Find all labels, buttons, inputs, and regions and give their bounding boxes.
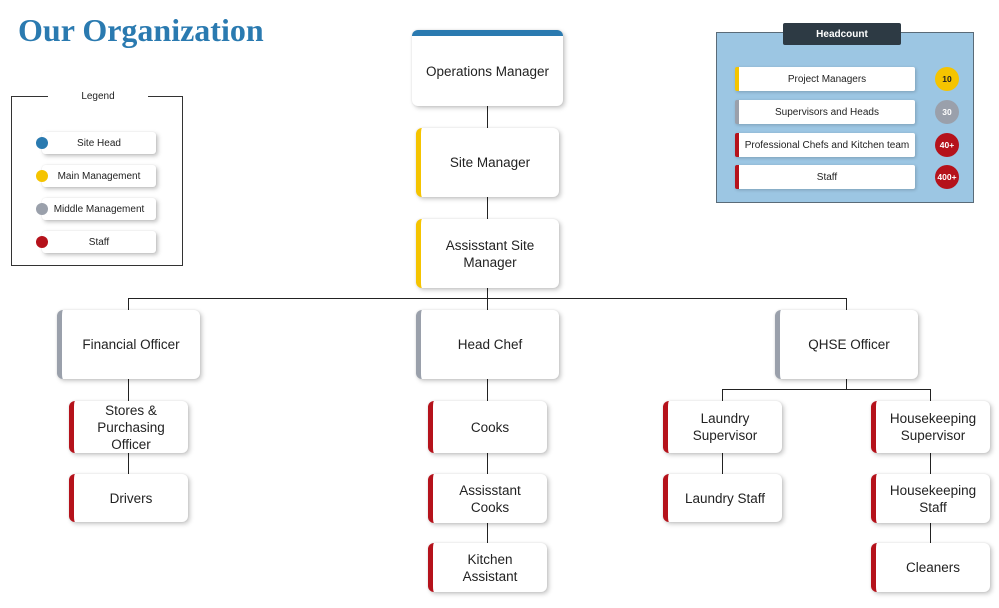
node-operations-manager: Operations Manager (412, 30, 563, 106)
connector-line (487, 197, 488, 219)
connector-line (846, 298, 847, 310)
connector-line (722, 389, 931, 390)
legend-title: Legend (48, 91, 148, 103)
legend-dot (36, 236, 48, 248)
legend-label: Staff (42, 231, 156, 253)
node-laundry-supervisor: Laundry Supervisor (663, 401, 782, 453)
node-housekeeping-staff: Housekeeping Staff (871, 474, 990, 523)
legend-item-main-management: Main Management (12, 165, 184, 187)
legend-dot (36, 203, 48, 215)
legend-item-middle-management: Middle Management (12, 198, 184, 220)
headcount-badge: 30 (935, 100, 959, 124)
connector-line (487, 453, 488, 474)
connector-line (930, 453, 931, 474)
connector-line (128, 453, 129, 474)
legend-label: Site Head (42, 132, 156, 154)
connector-line (128, 298, 129, 310)
headcount-badge: 400+ (935, 165, 959, 189)
node-assistant-cooks: Assisstant Cooks (428, 474, 547, 523)
node-qhse-officer: QHSE Officer (775, 310, 918, 379)
connector-line (722, 389, 723, 401)
legend-label: Middle Management (42, 198, 156, 220)
node-assistant-site-manager: Assisstant Site Manager (416, 219, 559, 288)
connector-line (930, 523, 931, 543)
legend: Legend Site Head Main Management Middle … (11, 91, 184, 266)
legend-label: Main Management (42, 165, 156, 187)
headcount-row-supervisors: Supervisors and Heads (735, 100, 915, 124)
headcount-badge: 10 (935, 67, 959, 91)
node-stores-purchasing-officer: Stores & Purchasing Officer (69, 401, 188, 453)
node-financial-officer: Financial Officer (57, 310, 200, 379)
legend-item-site-head: Site Head (12, 132, 184, 154)
node-cooks: Cooks (428, 401, 547, 453)
headcount-row-project-managers: Project Managers (735, 67, 915, 91)
page-title: Our Organization (18, 12, 264, 48)
connector-line (722, 453, 723, 474)
legend-dot (36, 170, 48, 182)
node-laundry-staff: Laundry Staff (663, 474, 782, 522)
connector-line (128, 298, 847, 299)
node-housekeeping-supervisor: Housekeeping Supervisor (871, 401, 990, 453)
connector-line (930, 389, 931, 401)
connector-line (128, 379, 129, 401)
node-drivers: Drivers (69, 474, 188, 522)
node-cleaners: Cleaners (871, 543, 990, 592)
connector-line (487, 288, 488, 310)
connector-line (846, 379, 847, 389)
connector-line (487, 106, 488, 128)
headcount-badge: 40+ (935, 133, 959, 157)
headcount-title: Headcount (783, 23, 901, 45)
legend-item-staff: Staff (12, 231, 184, 253)
node-head-chef: Head Chef (416, 310, 559, 379)
headcount-row-chefs: Professional Chefs and Kitchen team (735, 133, 915, 157)
node-kitchen-assistant: Kitchen Assistant (428, 543, 547, 592)
headcount-row-staff: Staff (735, 165, 915, 189)
connector-line (487, 379, 488, 401)
node-site-manager: Site Manager (416, 128, 559, 197)
legend-dot (36, 137, 48, 149)
connector-line (487, 523, 488, 543)
